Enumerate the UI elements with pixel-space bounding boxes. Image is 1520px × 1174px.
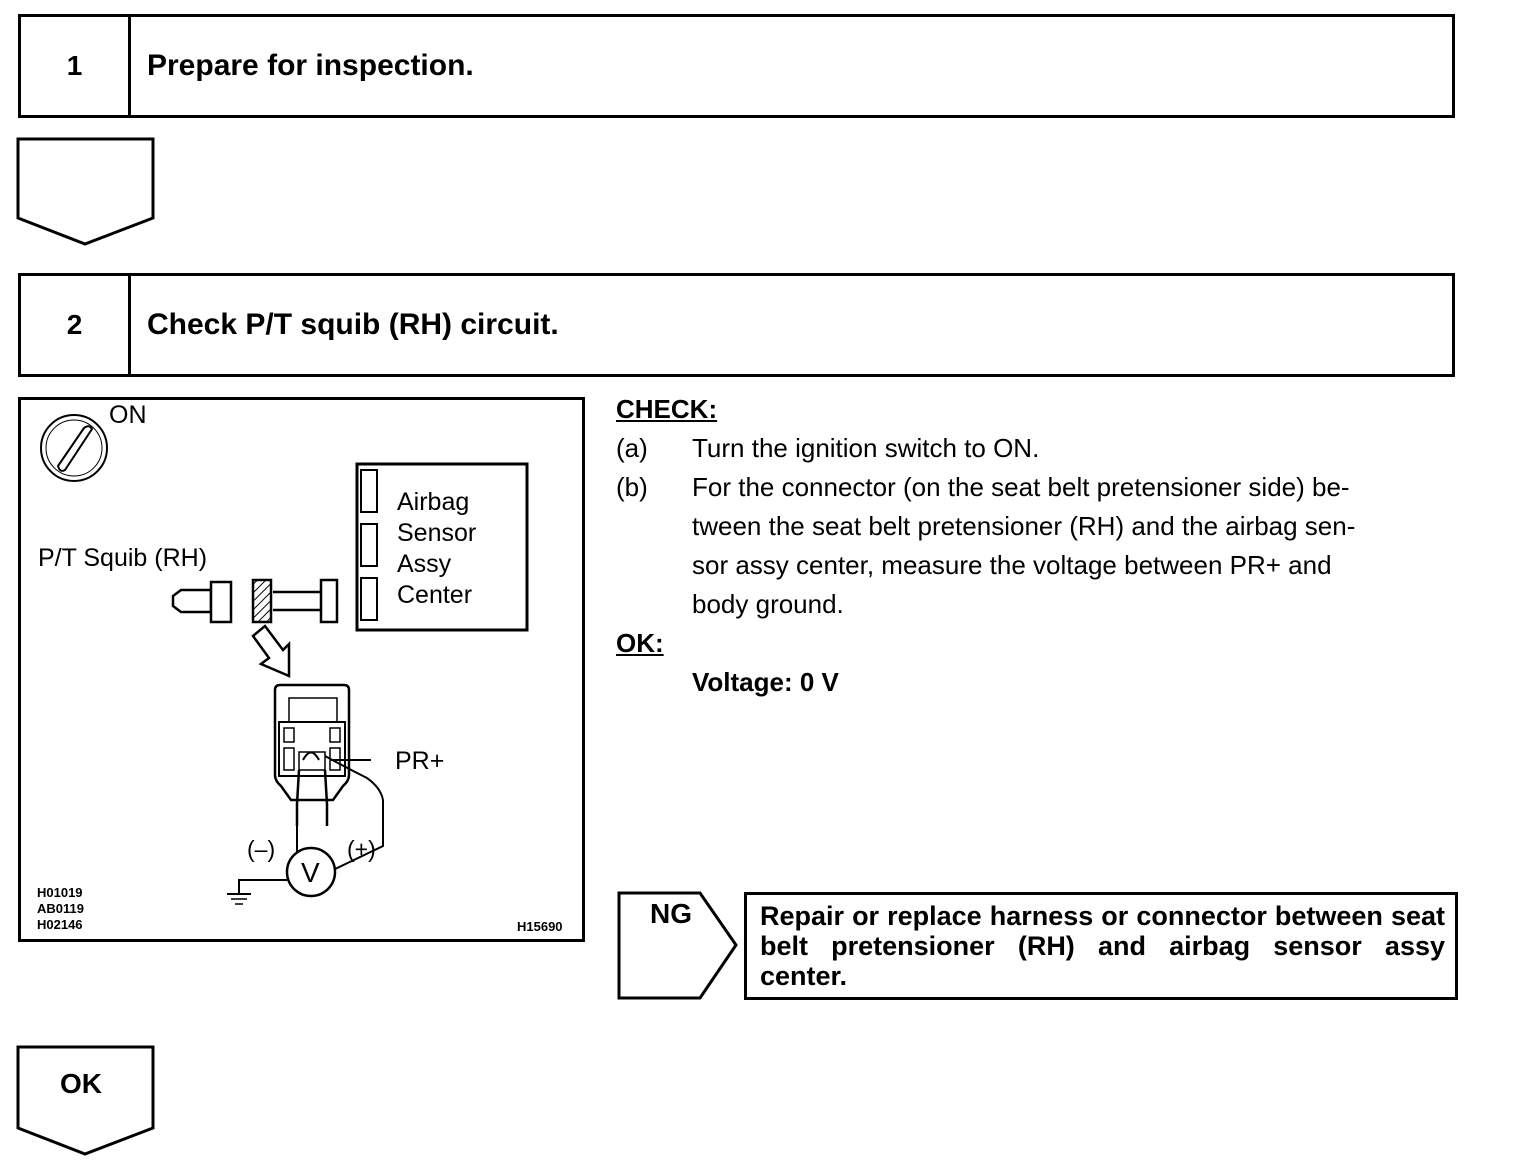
- step-2-header: 2 Check P/T squib (RH) circuit.: [18, 273, 1455, 377]
- ref-code: H02146: [37, 917, 83, 932]
- item-text-line: sor assy center, measure the voltage bet…: [692, 550, 1332, 580]
- ecu-label-line: Center: [397, 581, 473, 609]
- item-marker: (a): [616, 433, 648, 463]
- ng-arrow: [617, 891, 738, 1000]
- harness-connector-icon: [251, 578, 339, 624]
- ok-spec: Voltage: 0 V: [692, 667, 839, 697]
- ignition-on-label: ON: [109, 401, 147, 429]
- meter-minus-label: (–): [247, 836, 276, 862]
- ecu-label-line: Sensor: [397, 519, 477, 547]
- ecu-label-line: Airbag: [397, 488, 470, 516]
- item-marker: (b): [616, 472, 648, 502]
- voltmeter-icon: [285, 846, 337, 898]
- flow-arrow: [16, 137, 155, 246]
- item-text-line: tween the seat belt pretensioner (RH) an…: [692, 511, 1356, 541]
- item-text-line: For the connector (on the seat belt pret…: [692, 472, 1350, 502]
- item-text-line: Turn the ignition switch to ON.: [692, 433, 1040, 463]
- step-1-header: 1 Prepare for inspection.: [18, 14, 1455, 118]
- ecu-box-icon: [355, 462, 529, 632]
- step-number: 1: [21, 17, 131, 115]
- figure-code: H15690: [517, 919, 563, 934]
- step-title: Check P/T squib (RH) circuit.: [147, 308, 559, 341]
- ok-arrow-label: OK: [60, 1068, 102, 1099]
- squib-label: P/T Squib (RH): [38, 544, 208, 572]
- ng-action-text: Repair or replace harness or connector b…: [760, 901, 1445, 991]
- connector-face-icon: [273, 683, 351, 826]
- meter-plus-label: (+): [347, 836, 376, 862]
- terminal-label: PR+: [395, 747, 445, 775]
- ground-icon: [227, 879, 287, 905]
- wiring-diagram: ON P/T Squib (RH) Airbag Sensor Assy Cen…: [18, 397, 585, 942]
- squib-connector-icon: [171, 580, 233, 624]
- step-title: Prepare for inspection.: [147, 49, 474, 82]
- ignition-switch-icon: [40, 414, 108, 482]
- step-number: 2: [21, 276, 131, 374]
- ref-code: H01019: [37, 885, 83, 900]
- ng-action-box: [744, 892, 1458, 1000]
- ecu-label-line: Assy: [397, 550, 452, 578]
- check-heading: CHECK:: [616, 394, 718, 424]
- ok-arrow: [16, 1045, 155, 1156]
- item-text-line: body ground.: [692, 589, 844, 619]
- meter-symbol: V: [301, 857, 320, 888]
- ng-label: NG: [650, 898, 692, 929]
- ok-heading: OK:: [616, 628, 664, 658]
- positive-lead-line: [324, 755, 384, 871]
- diagram-graphics: [40, 414, 529, 905]
- view-arrow-icon: [251, 624, 291, 678]
- ref-code: AB0119: [37, 901, 84, 916]
